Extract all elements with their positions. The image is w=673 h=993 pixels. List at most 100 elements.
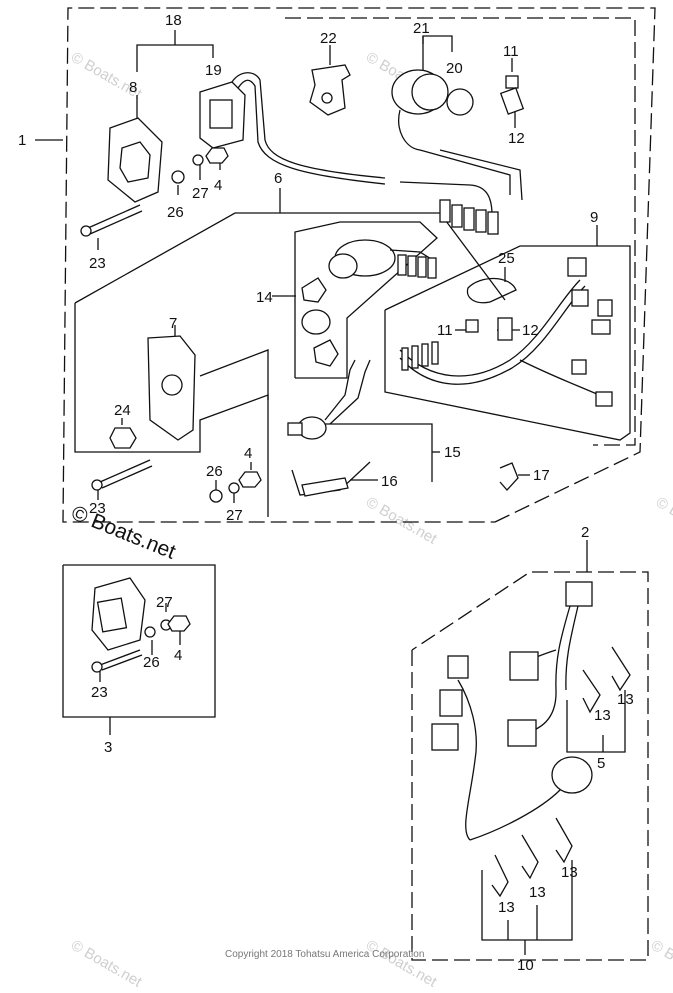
callout-8: 8 (129, 79, 137, 96)
callout-16: 16 (381, 473, 398, 490)
nut-4 (205, 147, 229, 164)
watermark-text: © Boats.net (653, 494, 673, 548)
watermark-text: © Boats.net (363, 494, 440, 548)
callout-23b: 23 (89, 500, 106, 517)
callout-labels: 1 18 8 19 22 21 20 11 12 27 26 4 6 23 9 … (18, 12, 634, 974)
callout-3: 3 (104, 739, 112, 756)
plate-7-frame-right (199, 349, 269, 517)
callout-21: 21 (413, 20, 430, 37)
callout-27b: 27 (226, 507, 243, 524)
nut-4b (238, 471, 262, 488)
callout-11a: 11 (503, 43, 519, 60)
callout-9: 9 (590, 209, 598, 226)
ring-14 (301, 309, 331, 335)
buzzer-wires (398, 109, 511, 195)
watermark-text: © Boats.net (363, 937, 440, 988)
bracket-22 (309, 64, 351, 116)
group-2-parts (431, 581, 631, 898)
harness-2-plug-c (447, 655, 469, 679)
group-3-parts (91, 577, 191, 673)
harness-9-connectors (401, 257, 613, 407)
callout-22: 22 (320, 30, 337, 47)
cap-20 (446, 88, 474, 116)
callout-13a: 13 (594, 707, 611, 724)
clamp-13a (582, 669, 601, 714)
callout-26a: 26 (167, 204, 184, 221)
screw-23b (99, 459, 151, 483)
callout-26c: 26 (143, 654, 160, 671)
sleeve-12 (499, 87, 525, 115)
watermark-text: © Boats.net (648, 937, 673, 988)
callout-17: 17 (533, 467, 550, 484)
harness-2-plug-a (509, 651, 539, 681)
callout-13e: 13 (561, 864, 578, 881)
callout-4b: 4 (244, 445, 252, 462)
watermark-text: © Boats.net (68, 937, 145, 988)
screw-23c (99, 649, 141, 666)
nut-24 (109, 427, 137, 449)
group-6-bracket (74, 212, 506, 304)
switch-connectors (397, 254, 437, 279)
clamp-13c (491, 854, 509, 898)
callout-7: 7 (169, 315, 177, 332)
clamp-13b (611, 646, 631, 692)
harness-2 (519, 605, 571, 736)
assembly-1-parts (80, 64, 613, 503)
callout-23c: 23 (91, 684, 108, 701)
callout-26b: 26 (206, 463, 223, 480)
callout-18: 18 (165, 12, 182, 29)
connector-bundle (439, 199, 499, 235)
harness-2-connector (565, 581, 593, 607)
callout-5: 5 (597, 755, 605, 772)
harness-2-plug-b (507, 719, 537, 747)
group-2-boundary (411, 571, 649, 961)
screw-23 (87, 204, 141, 229)
copyright-text: Copyright 2018 Tohatsu America Corporati… (225, 949, 424, 960)
callout-23a: 23 (89, 255, 106, 272)
clamp-13d (521, 834, 539, 880)
washer-27b (228, 482, 240, 494)
inner-boundary (285, 17, 636, 446)
harness-2-plug-d (439, 689, 463, 717)
assembly-1-boundary (62, 7, 656, 523)
clamp-25 (466, 277, 517, 304)
callout-12a: 12 (508, 130, 525, 147)
washer-26b (209, 489, 223, 503)
harness-9-frame (384, 245, 631, 441)
watermark-main: © Boats.net (68, 501, 179, 564)
callout-27a: 27 (192, 185, 209, 202)
callout-10: 10 (517, 957, 534, 974)
callout-4a: 4 (214, 177, 222, 194)
callout-27c: 27 (156, 594, 173, 611)
clamp-13e (555, 817, 573, 864)
washer-26 (171, 170, 185, 184)
sleeve-12b (497, 317, 513, 341)
group-14-frame (294, 221, 438, 379)
callout-6: 6 (274, 170, 282, 187)
callout-14: 14 (256, 289, 273, 306)
harness-2-plug-e (431, 723, 459, 751)
callout-15: 15 (444, 444, 461, 461)
callout-13d: 13 (529, 884, 546, 901)
group-3-frame (62, 564, 216, 718)
callout-2: 2 (581, 524, 589, 541)
callout-13c: 13 (498, 899, 515, 916)
boats-watermark: © Boats.net (68, 501, 179, 564)
nut-4c (167, 615, 191, 632)
callout-13b: 13 (617, 691, 634, 708)
callout-4c: 4 (174, 647, 182, 664)
screw-11b (465, 319, 479, 333)
callout-12b: 12 (522, 322, 539, 339)
clip-17 (499, 462, 519, 491)
callout-20: 20 (446, 60, 463, 77)
harness-2-grommet (551, 756, 593, 794)
screw-11 (505, 75, 519, 89)
key-14 (301, 277, 327, 303)
group-boundaries (62, 7, 656, 961)
callout-24: 24 (114, 402, 131, 419)
cap-14 (313, 339, 339, 367)
washer-26c (144, 626, 156, 638)
washer-27 (192, 154, 204, 166)
harness-9 (399, 279, 581, 377)
